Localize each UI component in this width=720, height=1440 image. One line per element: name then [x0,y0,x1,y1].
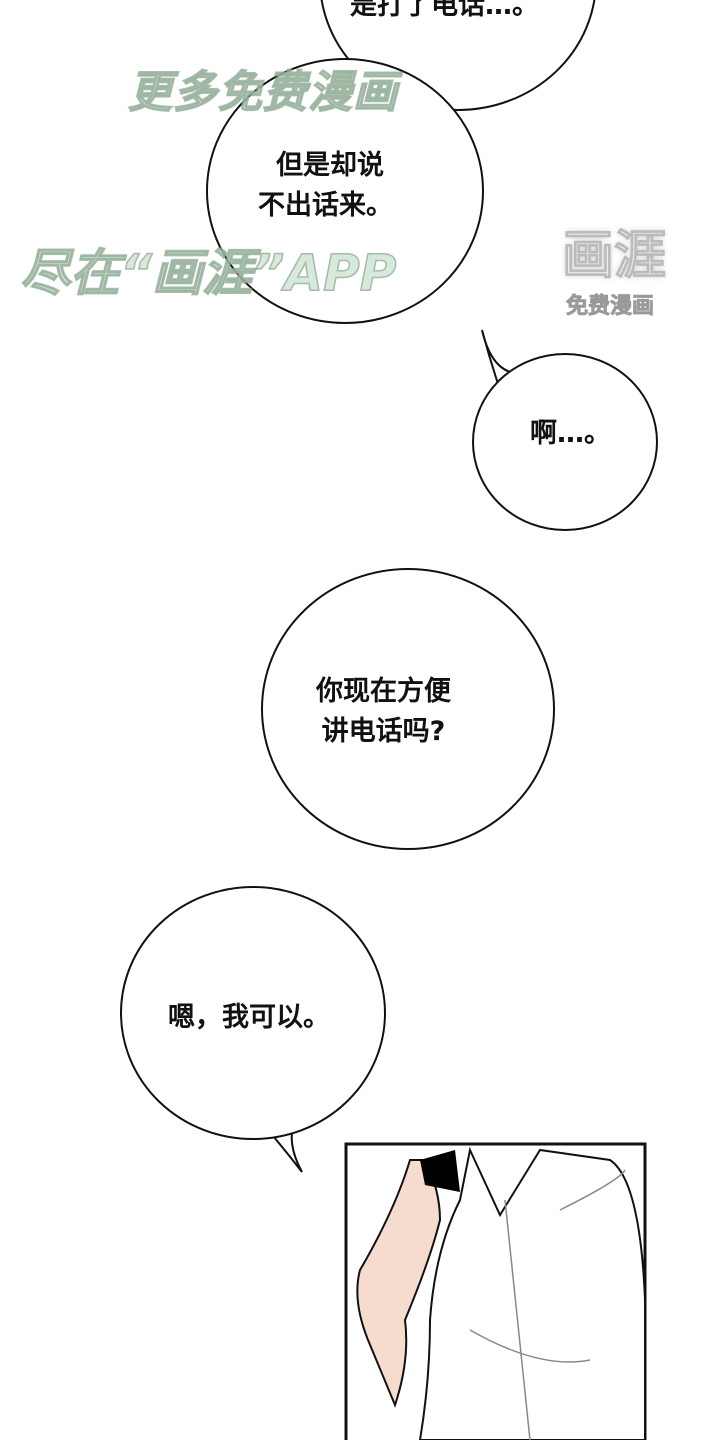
bubble-text-line: 啊…。 [530,418,611,449]
bubble-text-line: 不出话来。 [258,190,393,221]
bubble-text-line: 讲电话吗? [321,716,446,747]
speech-bubble-5-tail [265,1128,303,1173]
bubble-5-text: 嗯，我可以。 [168,998,330,1038]
shirt-illustration [418,1146,646,1440]
watermark-logo-sub: 免费漫画 [566,294,655,320]
bubble-1-text: 是打了电话…。 [350,0,539,26]
bubble-text-line: 嗯，我可以。 [168,1002,330,1033]
watermark-line1: 更多免费漫画 [127,67,398,119]
bubble-text-line: 但是却说 [276,150,384,181]
speech-bubble-4 [261,568,555,850]
watermark-line2: 尽在“画涯”APP [19,244,397,302]
watermark-logo: 画涯 [561,226,667,287]
speech-bubble-5 [120,886,386,1140]
speech-bubble-3 [472,353,658,531]
comic-panel [344,1142,647,1440]
speech-bubble-2 [206,58,484,324]
bubble-text-line: 你现在方便 [316,676,451,707]
bubble-text-line: 是打了电话…。 [350,0,539,21]
bubble-3-text: 啊…。 [530,414,611,454]
phone-illustration [420,1150,460,1192]
bubble-2-text: 但是却说 不出话来。 [258,146,393,226]
arm-illustration [356,1159,442,1408]
bubble-4-text: 你现在方便 讲电话吗? [316,672,451,752]
